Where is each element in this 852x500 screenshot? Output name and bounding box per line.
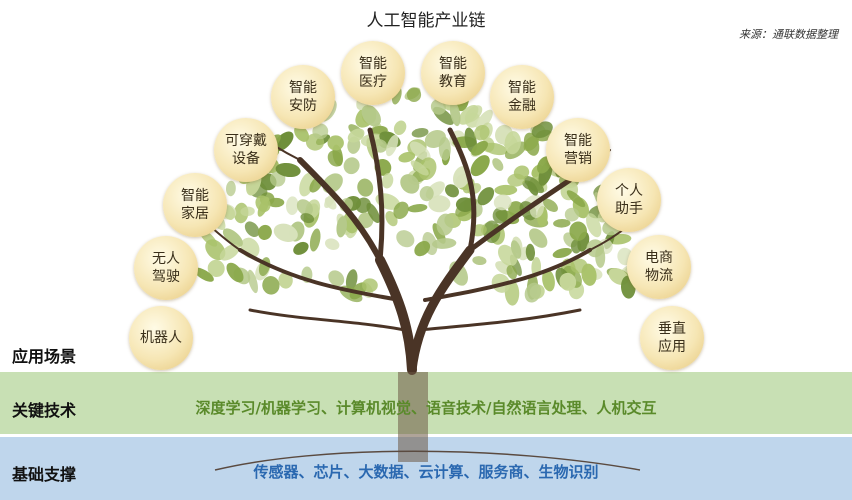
scenario-bubble: 智能 医疗 bbox=[341, 41, 405, 105]
scenario-bubble: 机器人 bbox=[129, 306, 193, 370]
tree-trunk bbox=[398, 372, 428, 462]
scenario-bubble: 无人 驾驶 bbox=[134, 236, 198, 300]
scenarios-label: 应用场景 bbox=[12, 347, 77, 366]
key-tech-text: 深度学习/机器学习、计算机视觉、语音技术/自然语言处理、人机交互 bbox=[195, 399, 657, 417]
scenario-bubble: 智能 金融 bbox=[490, 65, 554, 129]
scenario-bubble: 电商 物流 bbox=[627, 235, 691, 299]
scenario-bubble: 智能 营销 bbox=[546, 118, 610, 182]
tree-branches bbox=[204, 127, 631, 375]
scenario-bubble: 智能 家居 bbox=[163, 173, 227, 237]
scenario-bubble: 垂直 应用 bbox=[640, 306, 704, 370]
scenario-bubble: 个人 助手 bbox=[597, 168, 661, 232]
key-tech-label: 关键技术 bbox=[12, 401, 77, 420]
foundation-text: 传感器、芯片、大数据、云计算、服务商、生物识别 bbox=[253, 463, 599, 481]
foundation-label: 基础支撑 bbox=[12, 465, 77, 484]
scenario-bubble: 可穿戴 设备 bbox=[214, 118, 278, 182]
diagram-title: 人工智能产业链 bbox=[366, 11, 486, 31]
scenario-bubble: 智能 教育 bbox=[421, 41, 485, 105]
scenario-bubble: 智能 安防 bbox=[271, 65, 335, 129]
source-note: 来源：通联数据整理 bbox=[739, 28, 838, 41]
tree-leaves bbox=[193, 86, 638, 306]
